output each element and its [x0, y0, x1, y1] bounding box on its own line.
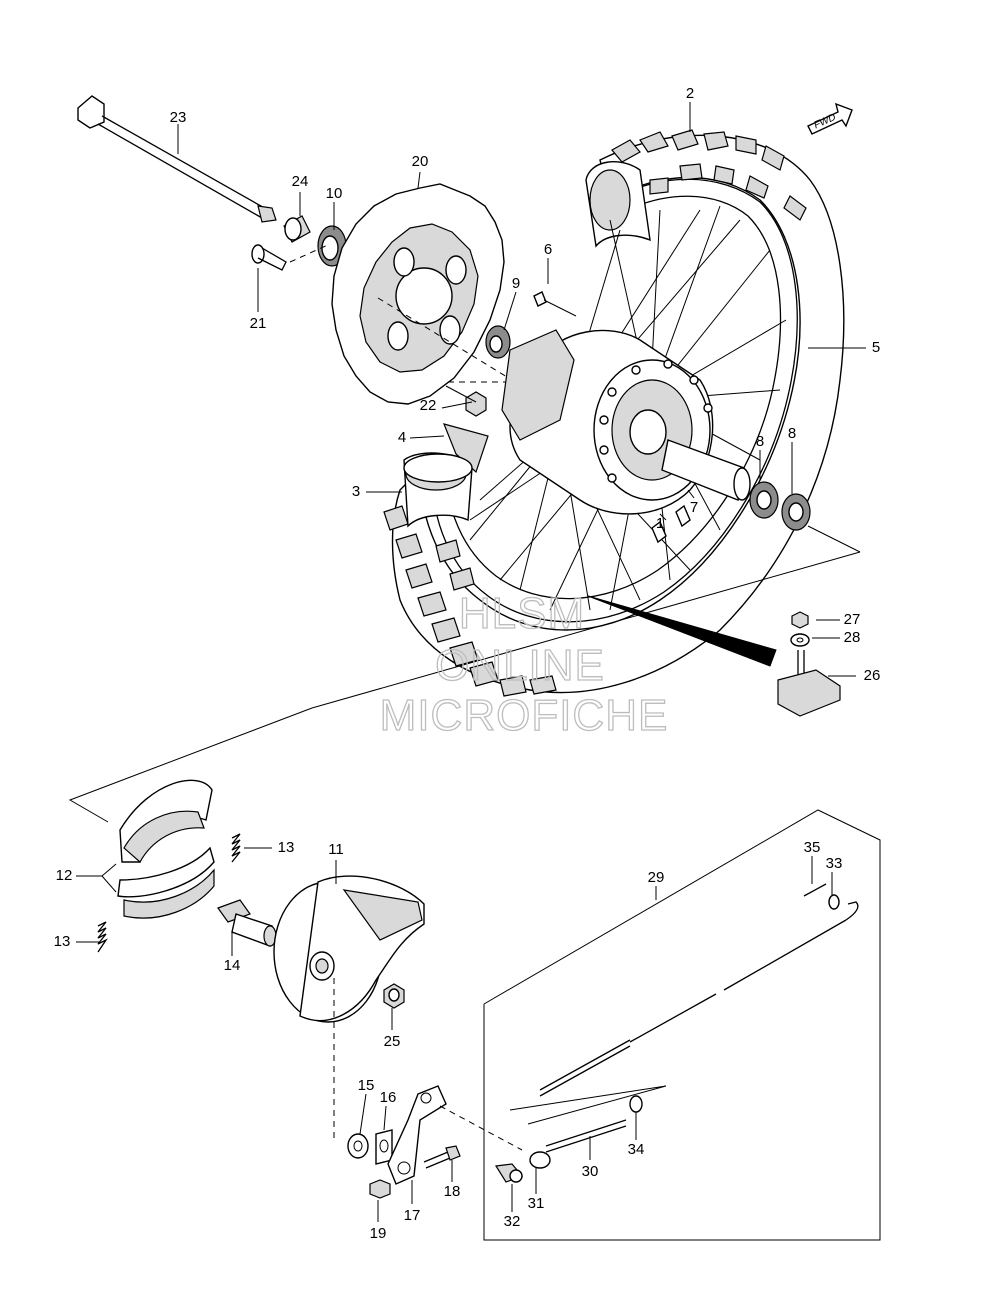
- watermark: HLSM ONLINE MICROFICHE: [379, 588, 669, 740]
- callout-4: 4: [398, 429, 406, 446]
- brake-lever-part-17: [387, 1085, 447, 1185]
- axle-part-23: [77, 95, 277, 223]
- callout-6: 6: [544, 241, 552, 258]
- tire-lower-knobs: [383, 505, 557, 697]
- callout-1: 1: [656, 515, 664, 532]
- callout-16: 16: [380, 1089, 397, 1106]
- callout-20: 20: [412, 153, 429, 170]
- nut-part-25: [383, 983, 405, 1009]
- callout-13-upper: 13: [278, 839, 295, 856]
- sprocket-part-20: [331, 183, 505, 405]
- brake-panel-part-11: [273, 875, 425, 1138]
- callout-33: 33: [826, 855, 843, 872]
- callout-19: 19: [370, 1225, 387, 1242]
- leader-lines: [76, 102, 866, 1222]
- nut-part-22: [445, 385, 487, 417]
- callout-8-right: 8: [788, 425, 796, 442]
- brake-cam-part-14: [217, 899, 277, 947]
- cotter-pin-part-35: [803, 883, 827, 897]
- rear-wheel-assembly: [383, 129, 845, 697]
- nut-part-19: [369, 1179, 391, 1199]
- callout-15: 15: [358, 1077, 375, 1094]
- washer-part-33: [828, 894, 840, 910]
- callout-13-lower: 13: [54, 933, 71, 950]
- bearing-pair-part-8: [749, 481, 811, 531]
- callout-29: 29: [648, 869, 665, 886]
- tube-part-3: [403, 453, 473, 483]
- rim-band-part-4: [442, 423, 489, 474]
- callout-17: 17: [404, 1207, 421, 1224]
- callout-14: 14: [224, 957, 241, 974]
- callout-34: 34: [628, 1141, 645, 1158]
- bearing-part-9: [485, 325, 511, 359]
- callout-26: 26: [864, 667, 881, 684]
- watermark-line-2: ONLINE: [435, 641, 605, 690]
- callout-8-left: 8: [756, 433, 764, 450]
- callout-11: 11: [328, 841, 344, 858]
- spring-part-13-upper: [231, 833, 241, 863]
- callout-27: 27: [844, 611, 861, 628]
- tire-tread-knobs: [611, 129, 807, 221]
- callout-24: 24: [292, 173, 309, 190]
- nut-part-27: [791, 611, 809, 629]
- callout-5: 5: [872, 339, 880, 356]
- washer-part-15: [347, 1133, 369, 1159]
- bolt-part-21: [251, 243, 331, 271]
- callout-32: 32: [504, 1213, 521, 1230]
- rim-lock-part-26: [777, 650, 841, 717]
- callout-12: 12: [56, 867, 73, 884]
- callout-30: 30: [582, 1163, 599, 1180]
- brake-rod-assembly-box: [483, 809, 881, 1241]
- watermark-line-3: MICROFICHE: [380, 691, 669, 740]
- callout-7: 7: [690, 499, 698, 516]
- callout-28: 28: [844, 629, 861, 646]
- callout-22: 22: [420, 397, 437, 414]
- brake-rod-part-29: [539, 901, 859, 1097]
- callout-21: 21: [250, 315, 267, 332]
- joint-part-31: [529, 1151, 551, 1169]
- washer-part-28: [790, 633, 810, 647]
- spring-part-13-lower: [97, 921, 108, 953]
- callout-31: 31: [528, 1195, 545, 1212]
- callout-labels: 23 2 20 24 10 6 9 21 5 22 4 3 8 8 7 1 27…: [54, 85, 881, 1242]
- callout-35: 35: [804, 839, 821, 856]
- callout-18: 18: [444, 1183, 461, 1200]
- callout-10: 10: [326, 185, 343, 202]
- bolt-part-18: [423, 1145, 461, 1169]
- adjust-nut-part-32: [494, 1163, 524, 1183]
- callout-25: 25: [384, 1033, 401, 1050]
- callout-9: 9: [512, 275, 520, 292]
- spring-part-30: [545, 1119, 627, 1153]
- collar-part-24: [283, 215, 311, 243]
- bolt-part-6: [533, 291, 577, 317]
- washer-part-34: [629, 1095, 643, 1113]
- spoke-nipple-part-1: [651, 504, 691, 544]
- callout-2: 2: [686, 85, 694, 102]
- callout-23: 23: [170, 109, 187, 126]
- watermark-line-1: HLSM: [459, 589, 585, 638]
- brake-shoe-part-12: [117, 779, 215, 919]
- forward-direction-badge: FWD: [807, 102, 853, 135]
- callout-3: 3: [352, 483, 360, 500]
